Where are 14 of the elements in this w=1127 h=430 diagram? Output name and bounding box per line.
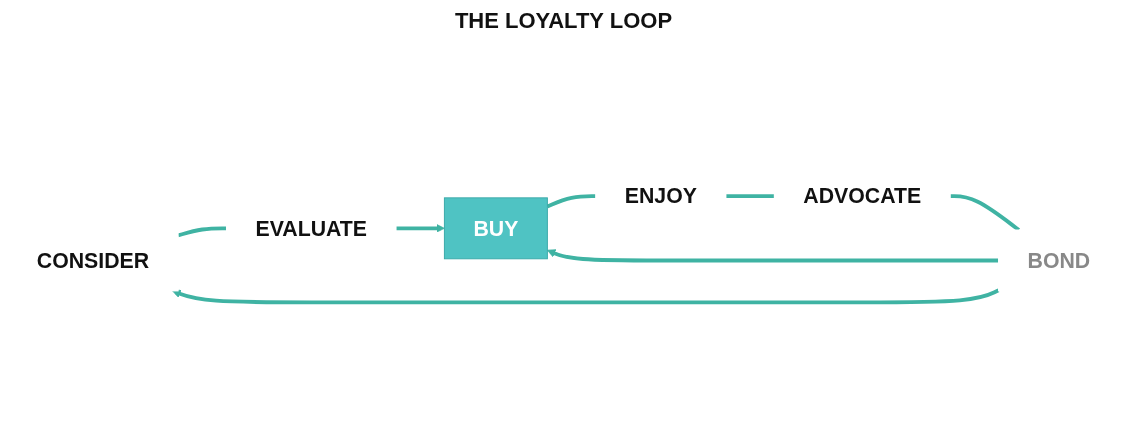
node-text: ENJOY — [624, 184, 697, 209]
arrow — [172, 288, 1000, 305]
connector — [177, 226, 227, 238]
node-text: CONSIDER — [36, 248, 150, 273]
diagram-heading: THE LOYALTY LOOP — [454, 8, 673, 33]
node-text: EVALUATE — [255, 216, 368, 241]
node-box: BUY — [443, 197, 548, 260]
arrow — [396, 224, 445, 233]
connector — [725, 194, 775, 199]
connector — [950, 194, 1021, 232]
node-text: BOND — [1027, 248, 1091, 273]
arrow — [547, 249, 999, 263]
connector — [546, 194, 596, 209]
node-text: ADVOCATE — [803, 184, 922, 209]
